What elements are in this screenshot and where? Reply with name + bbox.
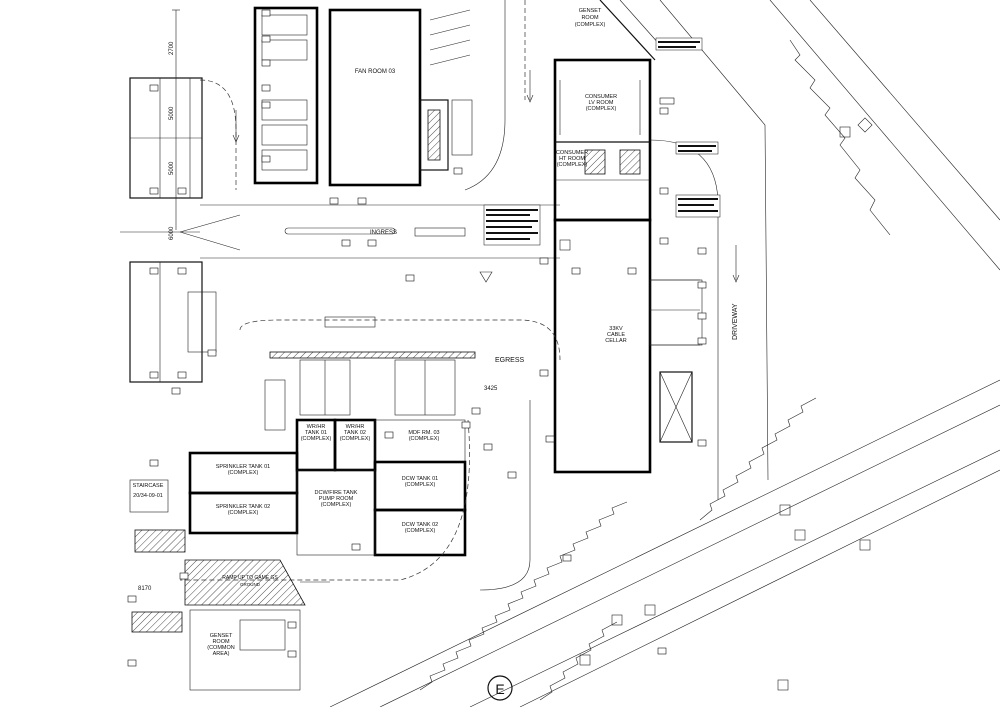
boundary-bottom-4 bbox=[519, 469, 1000, 707]
genset-diagonal-inner bbox=[619, 0, 661, 46]
fan-room-label: FAN ROOM 03 bbox=[355, 69, 396, 75]
ramp-bay bbox=[264, 379, 286, 431]
boundary-bottom-3 bbox=[469, 449, 1000, 707]
genset-room-top-line1: GENSET bbox=[579, 8, 602, 14]
north-marker-letter: E bbox=[495, 681, 504, 697]
consumer-lv-line2: LV ROOM bbox=[589, 100, 614, 106]
median-box bbox=[414, 227, 466, 237]
consumer-ht-line3: (COMPLEX) bbox=[557, 162, 588, 168]
sign-board bbox=[324, 316, 376, 328]
genset-bottom-equipment bbox=[239, 619, 286, 651]
embankment-bottom-3 bbox=[539, 621, 618, 701]
staircase-line1: STAIRCASE bbox=[133, 483, 164, 489]
wr-hr-02-line2: TANK 02 bbox=[344, 430, 366, 436]
parking-stalls-top bbox=[429, 9, 471, 66]
boundary-diagonal-top bbox=[769, 0, 1000, 271]
boundary-diagonal-top-2 bbox=[809, 0, 1000, 221]
ingress-label: INGRESS bbox=[370, 230, 397, 236]
consumer-lv-line1: CONSUMER bbox=[585, 94, 617, 100]
dcw-fire-line2: PUMP ROOM bbox=[319, 496, 354, 502]
north-marker-circle bbox=[487, 675, 513, 701]
dcw-02-line1: DCW TANK 02 bbox=[402, 522, 438, 528]
dcw-01-line1: DCW TANK 01 bbox=[402, 476, 438, 482]
consumer-rooms-block bbox=[553, 58, 652, 222]
sprinkler-02-line2: (COMPLEX) bbox=[228, 510, 259, 516]
mdf-rm-line2: (COMPLEX) bbox=[409, 436, 440, 442]
dcw-fire-line3: (COMPLEX) bbox=[321, 502, 352, 508]
cable-cellar-block bbox=[553, 218, 703, 474]
driveway-label: DRIVEWAY bbox=[732, 303, 739, 340]
dcw-fire-line1: DCW/FIRE TANK bbox=[315, 490, 358, 496]
direction-arrows bbox=[232, 70, 740, 283]
genset-bottom-line4: AREA) bbox=[213, 651, 230, 657]
staircase-box bbox=[129, 479, 169, 513]
consumer-lv-line3: (COMPLEX) bbox=[586, 106, 617, 112]
genset-diagonal-wall bbox=[599, 0, 656, 61]
dcw-01-line2: (COMPLEX) bbox=[405, 482, 436, 488]
fan-room-block bbox=[253, 6, 473, 187]
genset-bottom-area bbox=[189, 609, 301, 691]
sprinkler-02-line1: SPRINKLER TANK 02 bbox=[216, 504, 271, 510]
road-curve-left bbox=[199, 79, 237, 190]
staircase-line2: 20/34-09-01 bbox=[133, 493, 163, 499]
boundary-bottom-2 bbox=[379, 404, 1000, 707]
embankment-bottom bbox=[419, 501, 628, 691]
genset-room-top-line3: (COMPLEX) bbox=[575, 22, 606, 28]
embankment-bottom-2 bbox=[699, 397, 817, 521]
dcw-02-line2: (COMPLEX) bbox=[405, 528, 436, 534]
wr-hr-02-line3: (COMPLEX) bbox=[340, 436, 371, 442]
wr-hr-02-line1: WR/HR bbox=[346, 424, 365, 430]
egress-road-right bbox=[479, 400, 531, 591]
egress-road-loop bbox=[180, 419, 470, 581]
dim-8170: 8170 bbox=[138, 586, 152, 592]
cable-cellar-line2: CABLE bbox=[607, 332, 625, 338]
canopy-wall bbox=[269, 351, 476, 359]
genset-bottom-line1: GENSET bbox=[210, 633, 233, 639]
embankment-top-right bbox=[789, 39, 891, 236]
sprinkler-01-line2: (COMPLEX) bbox=[228, 470, 259, 476]
left-building-mid bbox=[129, 261, 217, 383]
dim-6000: 6000 bbox=[169, 226, 175, 240]
sprinkler-01-line1: SPRINKLER TANK 01 bbox=[216, 464, 271, 470]
tanks-block bbox=[188, 418, 467, 557]
egress-label: EGRESS bbox=[495, 357, 525, 364]
wr-hr-01-line2: TANK 01 bbox=[305, 430, 327, 436]
dim-5000-a: 5000 bbox=[169, 106, 175, 120]
diamond-markers bbox=[559, 117, 873, 691]
ramp-hatch bbox=[184, 559, 306, 606]
ingress-taper bbox=[179, 214, 241, 251]
ramp-label: RAMP UP TO GAME GS bbox=[222, 575, 278, 581]
cable-cellar-line3: CELLAR bbox=[605, 338, 626, 344]
cable-cellar-line1: 33KV bbox=[609, 326, 623, 332]
dim-2700: 2700 bbox=[169, 41, 175, 55]
ramp-sublabel: GROUND bbox=[240, 582, 261, 587]
genset-bottom-line3: (COMMON bbox=[207, 645, 235, 651]
stair-hatch bbox=[134, 529, 186, 553]
genset-room-top-line2: ROOM bbox=[581, 15, 599, 21]
genset-bottom-line2: ROOM bbox=[212, 639, 230, 645]
egress-road-upper bbox=[239, 319, 561, 361]
wr-hr-01-line3: (COMPLEX) bbox=[301, 436, 332, 442]
dim-5000-b: 5000 bbox=[169, 161, 175, 175]
median-island bbox=[284, 227, 396, 235]
wr-hr-01-line1: WR/HR bbox=[307, 424, 326, 430]
mdf-rm-line1: MDF RM. 03 bbox=[408, 430, 439, 436]
left-building-top bbox=[129, 9, 203, 230]
genset-bottom-hatch bbox=[131, 611, 183, 633]
boundary-bottom-1 bbox=[329, 379, 1000, 707]
note-blocks bbox=[483, 37, 721, 246]
consumer-ht-line1: CONSUMER bbox=[556, 150, 588, 156]
consumer-ht-line2: HT ROOM bbox=[559, 156, 585, 162]
dim-3425: 3425 bbox=[484, 386, 498, 392]
tag-markers bbox=[127, 9, 707, 667]
loading-bays bbox=[299, 359, 456, 416]
road-curve-top bbox=[464, 0, 506, 191]
